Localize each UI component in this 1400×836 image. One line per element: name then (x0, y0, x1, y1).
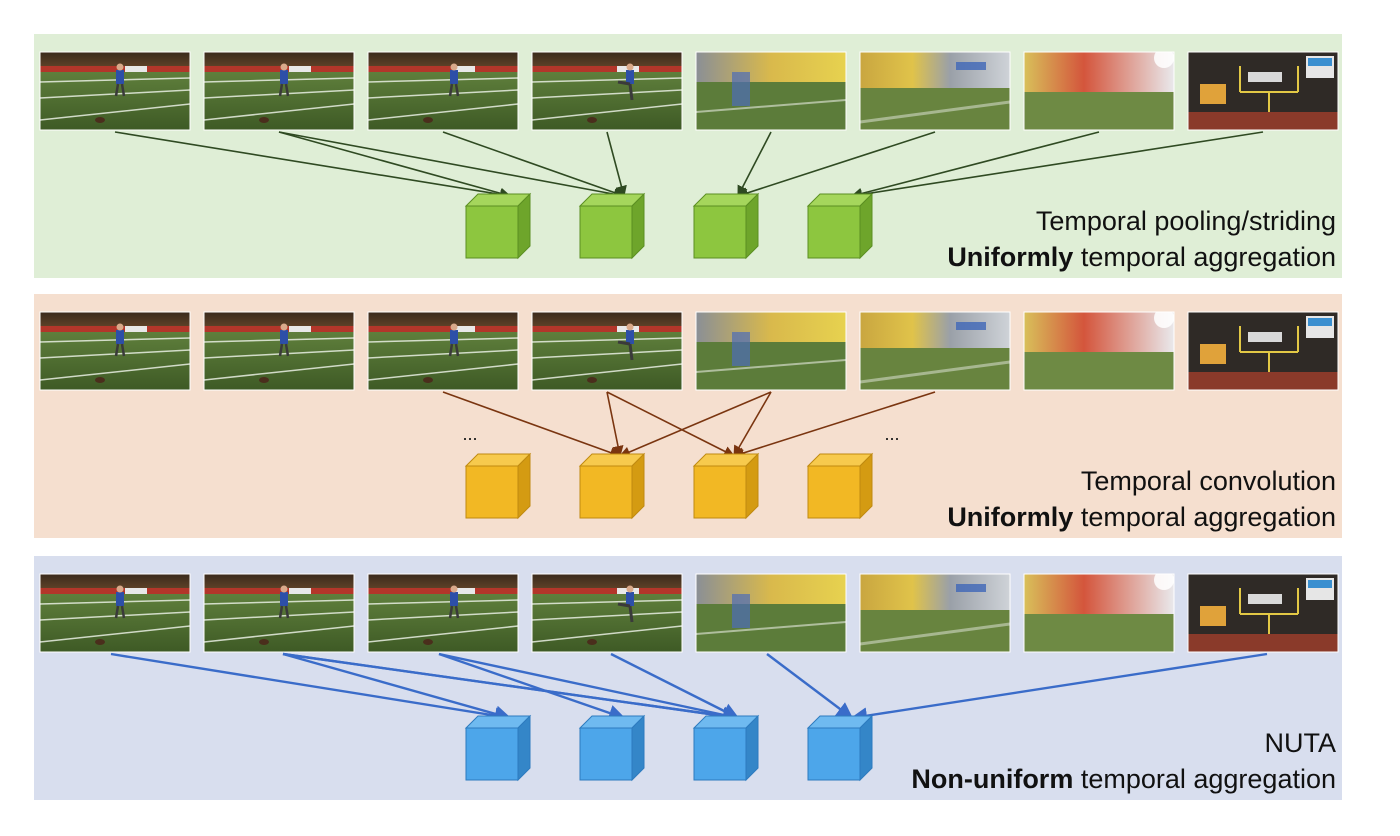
caption-subtitle: Non-uniform temporal aggregation (911, 764, 1336, 794)
arrow-frame5-to-cube2 (618, 391, 772, 458)
aggregated-feature-cube-1 (464, 714, 532, 782)
arrow-frame2-to-cube1 (278, 131, 512, 199)
ellipsis-2: ... (884, 424, 899, 444)
arrow-frame4-to-cube3 (606, 391, 736, 457)
video-frame-3 (367, 311, 519, 391)
arrow-frame5-to-cube3 (733, 391, 772, 457)
caption-bold-word: Uniformly (947, 502, 1073, 532)
aggregated-feature-cube-4 (806, 192, 874, 260)
video-frame-5 (695, 311, 847, 391)
aggregated-feature-cube-3 (692, 714, 760, 782)
aggregated-feature-cube-2 (578, 452, 646, 520)
aggregated-feature-cube-1 (464, 192, 532, 260)
aggregated-feature-cube-2 (578, 714, 646, 782)
arrow-frame3-to-cube2 (442, 131, 626, 198)
aggregation-arrows (442, 391, 936, 459)
video-frame-5 (695, 573, 847, 653)
arrow-frame4-to-cube2 (606, 131, 627, 198)
aggregated-feature-cube-2 (578, 192, 646, 260)
arrow-frame2-to-cube1 (282, 652, 512, 722)
video-frame-8 (1187, 311, 1339, 391)
video-frame-4 (531, 51, 683, 131)
video-frame-4 (531, 573, 683, 653)
video-frame-8 (1187, 51, 1339, 131)
video-frame-1 (39, 51, 191, 131)
video-frame-6 (859, 573, 1011, 653)
arrow-frame1-to-cube1 (114, 131, 512, 200)
video-frame-2 (203, 51, 355, 131)
video-frame-3 (367, 51, 519, 131)
aggregated-feature-cube-4 (806, 714, 874, 782)
arrow-frame7-to-cube4 (850, 131, 1100, 199)
caption-title: Temporal convolution (1081, 466, 1336, 496)
video-frame-2 (203, 311, 355, 391)
caption-title: Temporal pooling/striding (1036, 206, 1336, 236)
caption-title: NUTA (1265, 728, 1337, 758)
aggregation-arrows (114, 131, 1264, 200)
panel-nuta: NUTA Non-uniform temporal aggregation (34, 556, 1342, 800)
video-frame-2 (203, 573, 355, 653)
video-frame-7 (1023, 51, 1175, 131)
arrow-frame6-to-cube3 (736, 131, 936, 199)
video-frame-1 (39, 573, 191, 653)
arrow-frame8-to-cube4 (850, 652, 1268, 724)
video-frame-5 (695, 51, 847, 131)
arrow-frame1-to-cube1 (110, 652, 512, 724)
arrow-frame2-to-cube3 (282, 652, 740, 725)
video-frame-6 (859, 311, 1011, 391)
caption-subtitle: Uniformly temporal aggregation (947, 502, 1336, 532)
video-frame-1 (39, 311, 191, 391)
arrow-frame4-to-cube3 (610, 652, 740, 720)
arrow-frame4-to-cube2 (606, 391, 624, 458)
arrow-frame2-to-cube2 (278, 131, 626, 200)
caption-subtitle: Uniformly temporal aggregation (947, 242, 1336, 272)
arrow-frame5-to-cube3 (737, 131, 772, 197)
aggregated-feature-cube-3 (692, 192, 760, 260)
ellipsis-1: ... (462, 424, 477, 444)
video-frame-4 (531, 311, 683, 391)
caption-bold-word: Uniformly (947, 242, 1073, 272)
video-frame-6 (859, 51, 1011, 131)
caption-rest: temporal aggregation (1073, 242, 1336, 272)
video-frame-8 (1187, 573, 1339, 653)
arrow-frame3-to-cube3 (438, 652, 740, 724)
video-frame-7 (1023, 573, 1175, 653)
caption-bold-word: Non-uniform (911, 764, 1073, 794)
aggregation-arrows (110, 652, 1268, 725)
caption-rest: temporal aggregation (1073, 764, 1336, 794)
arrow-frame8-to-cube4 (850, 131, 1264, 200)
caption-rest: temporal aggregation (1073, 502, 1336, 532)
arrow-frame5-to-cube4 (766, 653, 854, 720)
video-frame-3 (367, 573, 519, 653)
aggregated-feature-cube-4 (806, 452, 874, 520)
arrow-frame3-to-cube2 (442, 391, 622, 458)
aggregated-feature-cube-3 (692, 452, 760, 520)
video-frame-7 (1023, 311, 1175, 391)
arrow-frame6-to-cube3 (732, 391, 936, 459)
aggregated-feature-cube-1 (464, 452, 532, 520)
arrow-frame3-to-cube2 (438, 652, 626, 721)
